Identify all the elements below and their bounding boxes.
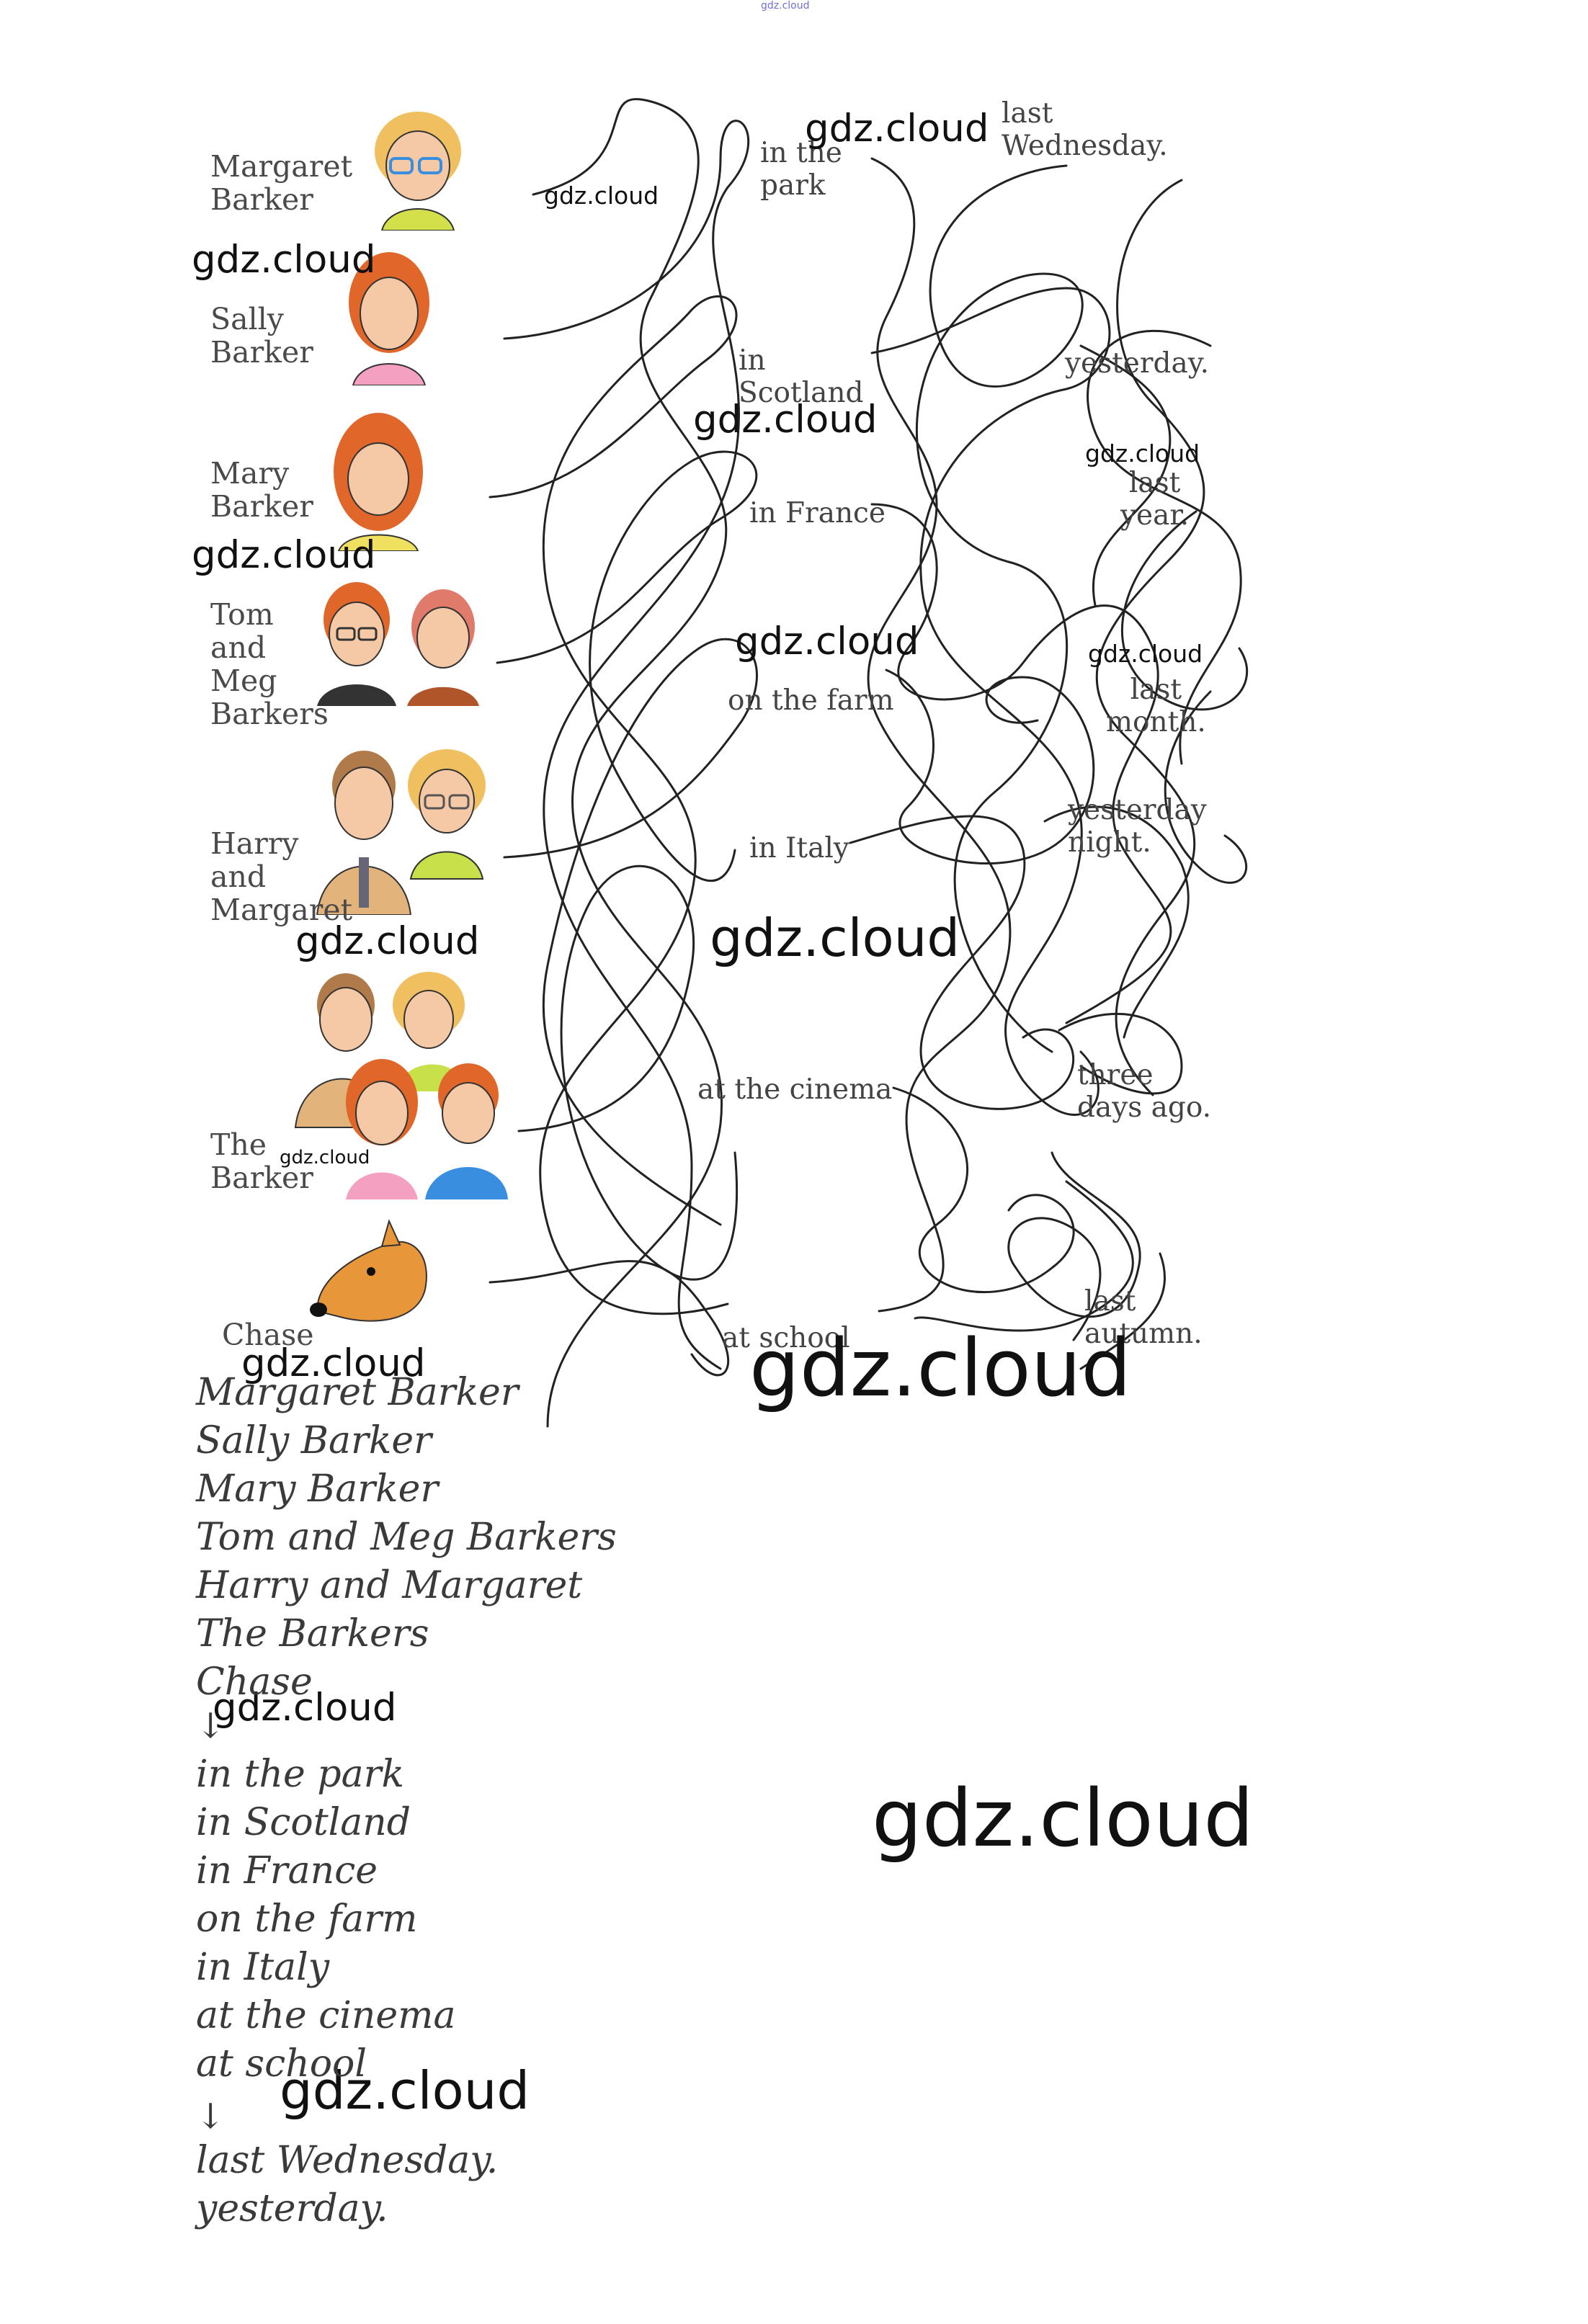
answer-person: Mary Barker: [196, 1467, 439, 1511]
watermark: gdz.cloud: [192, 533, 376, 577]
answer-place: in Italy: [196, 1946, 330, 1989]
answer-place: in the park: [196, 1753, 404, 1796]
watermark: gdz.cloud: [805, 107, 989, 151]
place-label-france: in France: [749, 497, 886, 529]
answer-place: in France: [196, 1849, 378, 1892]
watermark: gdz.cloud: [1088, 640, 1203, 668]
answers-times-list: last Wednesday. yesterday.: [196, 2137, 498, 2233]
place-label-italy: in Italy: [749, 832, 849, 864]
person-label-the-barkers: The Barker: [210, 1127, 313, 1195]
answers-people-list: Margaret Barker Sally Barker Mary Barker…: [196, 1369, 617, 1707]
person-label-chase: Chase: [222, 1318, 314, 1352]
watermark: gdz.cloud: [241, 1341, 426, 1385]
chase-dog-portrait: [310, 1219, 427, 1322]
time-label-last-autumn: last autumn.: [1084, 1285, 1203, 1350]
harry-and-margaret-portrait: [316, 749, 486, 915]
watermark: gdz.cloud: [213, 1686, 397, 1730]
person-label-harry-and-margaret: Harry and Margaret: [210, 826, 353, 927]
watermark: gdz.cloud: [280, 2060, 530, 2121]
answer-place: at school: [196, 2042, 367, 2086]
answer-time: yesterday.: [196, 2187, 388, 2230]
place-label-farm: on the farm: [728, 684, 894, 717]
time-label-yesterday: yesterday.: [1065, 347, 1209, 380]
margaret-barker-portrait: [375, 112, 461, 231]
time-label-yesterday-night: yesterday night.: [1068, 794, 1207, 859]
place-label-cinema: at the cinema: [697, 1073, 893, 1106]
person-label-sally: Sally Barker: [210, 302, 313, 370]
time-label-last-month: last month.: [1106, 674, 1206, 738]
down-arrow-icon: ↓: [196, 2096, 226, 2137]
answer-place: at the cinema: [196, 1994, 456, 2037]
answer-person: Margaret Barker: [196, 1371, 519, 1414]
watermark: gdz.cloud: [295, 919, 480, 963]
watermark: gdz.cloud: [749, 1322, 1132, 1414]
person-label-margaret: Margaret Barker: [210, 149, 353, 217]
answer-place: in Scotland: [196, 1801, 411, 1844]
place-label-park: in the park: [760, 137, 842, 202]
watermark: gdz.cloud: [693, 398, 878, 442]
watermark: gdz.cloud: [280, 1147, 370, 1168]
answer-person: Harry and Margaret: [196, 1564, 583, 1607]
watermark: gdz.cloud: [710, 908, 960, 968]
person-label-mary: Mary Barker: [210, 456, 313, 524]
answer-person: The Barkers: [196, 1612, 429, 1655]
time-label-last-wednesday: last Wednesday.: [1002, 97, 1168, 162]
time-label-last-year: last year.: [1120, 467, 1190, 532]
watermark: gdz.cloud: [872, 1772, 1254, 1864]
tom-and-meg-portrait: [317, 582, 479, 706]
watermark: gdz.cloud: [192, 238, 376, 282]
watermark: gdz.cloud: [544, 182, 659, 210]
answer-person: Tom and Meg Barkers: [196, 1516, 617, 1559]
answer-time: last Wednesday.: [196, 2139, 499, 2182]
answers-places-list: in the park in Scotland in France on the…: [196, 1751, 455, 2088]
sally-barker-portrait: [349, 252, 429, 385]
watermark: gdz.cloud: [735, 620, 919, 663]
barkers-family-portrait: [294, 972, 508, 1199]
header-watermark: gdz.cloud: [761, 0, 810, 12]
down-arrow-icon: ↓: [196, 1706, 226, 1746]
answer-place: on the farm: [196, 1898, 418, 1941]
place-label-scotland: in Scotland: [739, 344, 864, 409]
place-label-school: at school: [722, 1322, 850, 1354]
person-label-tom-and-meg: Tom and Meg Barkers: [210, 597, 329, 731]
answer-person: Sally Barker: [196, 1419, 432, 1462]
watermark: gdz.cloud: [1085, 439, 1200, 468]
mary-barker-portrait: [334, 413, 423, 551]
answer-person: Chase: [196, 1661, 313, 1704]
time-label-three-days-ago: three days ago.: [1077, 1059, 1212, 1124]
